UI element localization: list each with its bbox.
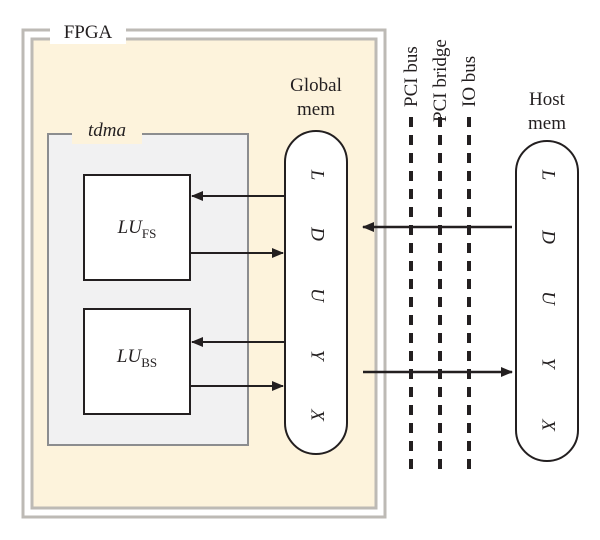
global-mem-letter-u: U bbox=[307, 288, 328, 303]
host-mem-label-line2: mem bbox=[528, 113, 566, 134]
global-mem-letter-d: D bbox=[307, 226, 328, 241]
global-mem-capsule bbox=[284, 130, 348, 455]
global-mem-label-line1: Global bbox=[290, 75, 342, 96]
pci-bridge-label: PCI bridge bbox=[430, 39, 451, 122]
lu-fs-box bbox=[83, 174, 191, 281]
tdma-label: tdma bbox=[88, 120, 126, 141]
lu-bs-box bbox=[83, 308, 191, 415]
pci-bus-label: PCI bus bbox=[401, 46, 422, 107]
fpga-label: FPGA bbox=[64, 22, 113, 43]
host-mem-label-line1: Host bbox=[529, 89, 566, 110]
host-mem-letter-u: U bbox=[538, 291, 559, 306]
host-mem-letter-l: L bbox=[538, 169, 559, 181]
global-mem-label-line2: mem bbox=[297, 99, 335, 120]
lu-bs-label: LUBS bbox=[116, 346, 157, 370]
lu-fs-label: LUFS bbox=[117, 217, 157, 241]
fpga-outer-frame bbox=[21, 28, 387, 519]
host-mem-letter-x: X bbox=[538, 418, 559, 432]
global-mem-letter-y: Y bbox=[307, 350, 328, 363]
io-bus-label: IO bus bbox=[459, 56, 480, 107]
host-mem-letter-d: D bbox=[538, 229, 559, 244]
host-mem-letter-y: Y bbox=[538, 358, 559, 371]
global-mem-letter-l: L bbox=[307, 169, 328, 181]
global-mem-letter-x: X bbox=[307, 408, 328, 422]
host-mem-capsule bbox=[515, 140, 579, 462]
